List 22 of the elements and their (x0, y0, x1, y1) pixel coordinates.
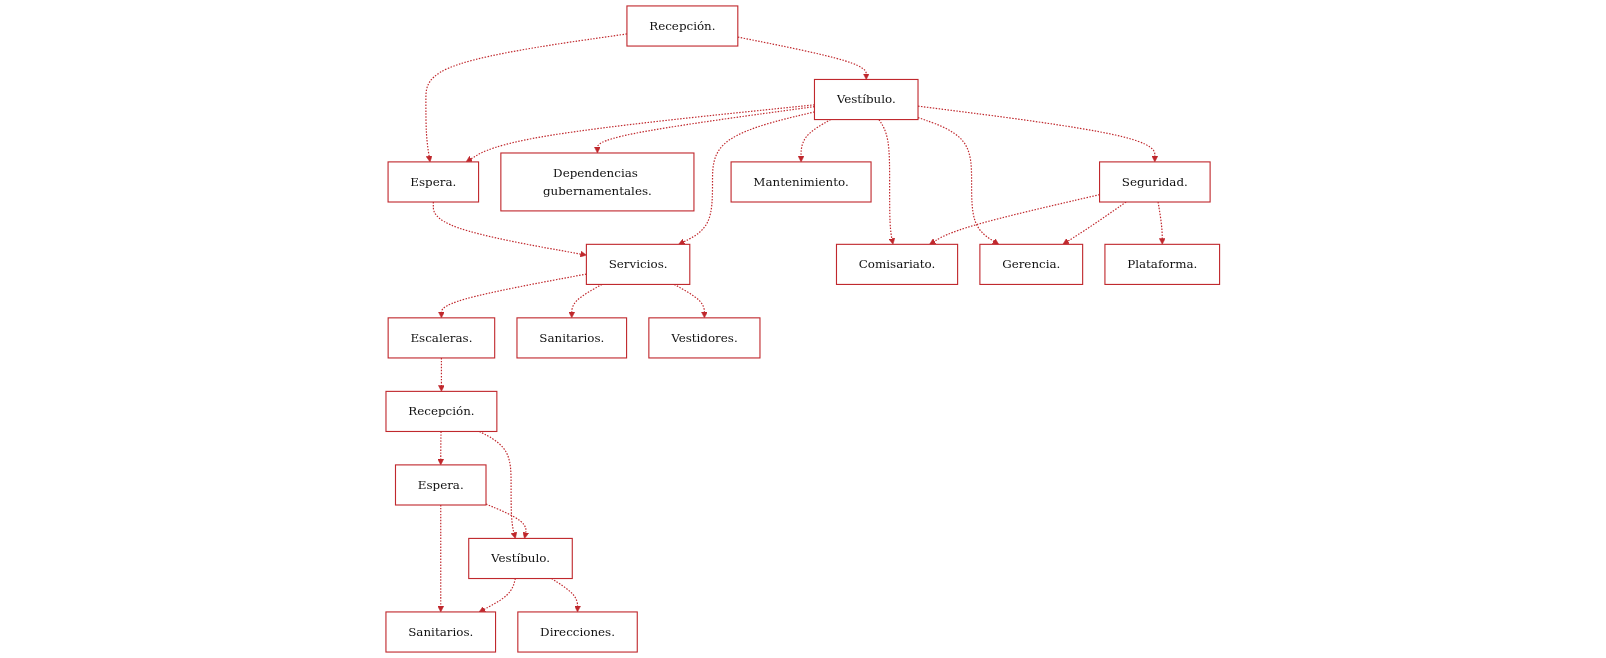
node-box: Servicios. (586, 243, 691, 285)
node-box: Escaleras. (387, 317, 496, 359)
node-box: Seguridad. (1099, 161, 1211, 203)
node-box: Vestíbulo. (814, 78, 919, 121)
node-box: Vestidores. (648, 317, 761, 359)
arrow (878, 118, 896, 245)
node-box: Espera. (387, 161, 480, 203)
node-box: Espera. (395, 464, 487, 506)
node-box: Recepción. (385, 390, 498, 433)
node-box: Sanitarios. (516, 317, 628, 359)
node-box: Sanitarios. (385, 611, 497, 653)
node-box: Recepción. (626, 5, 739, 47)
arrow (479, 430, 518, 539)
arrow (1062, 201, 1127, 245)
arrow (551, 577, 582, 613)
node-box: Plataforma. (1104, 243, 1221, 285)
node-box: Dependencias gubernamentales. (500, 152, 695, 212)
node-box: Gerencia. (979, 243, 1084, 285)
node-box: Direcciones. (517, 611, 639, 653)
node-box: Comisariato. (836, 243, 959, 285)
node-box: Vestíbulo. (468, 537, 574, 580)
node-box: Mantenimiento. (730, 161, 872, 203)
